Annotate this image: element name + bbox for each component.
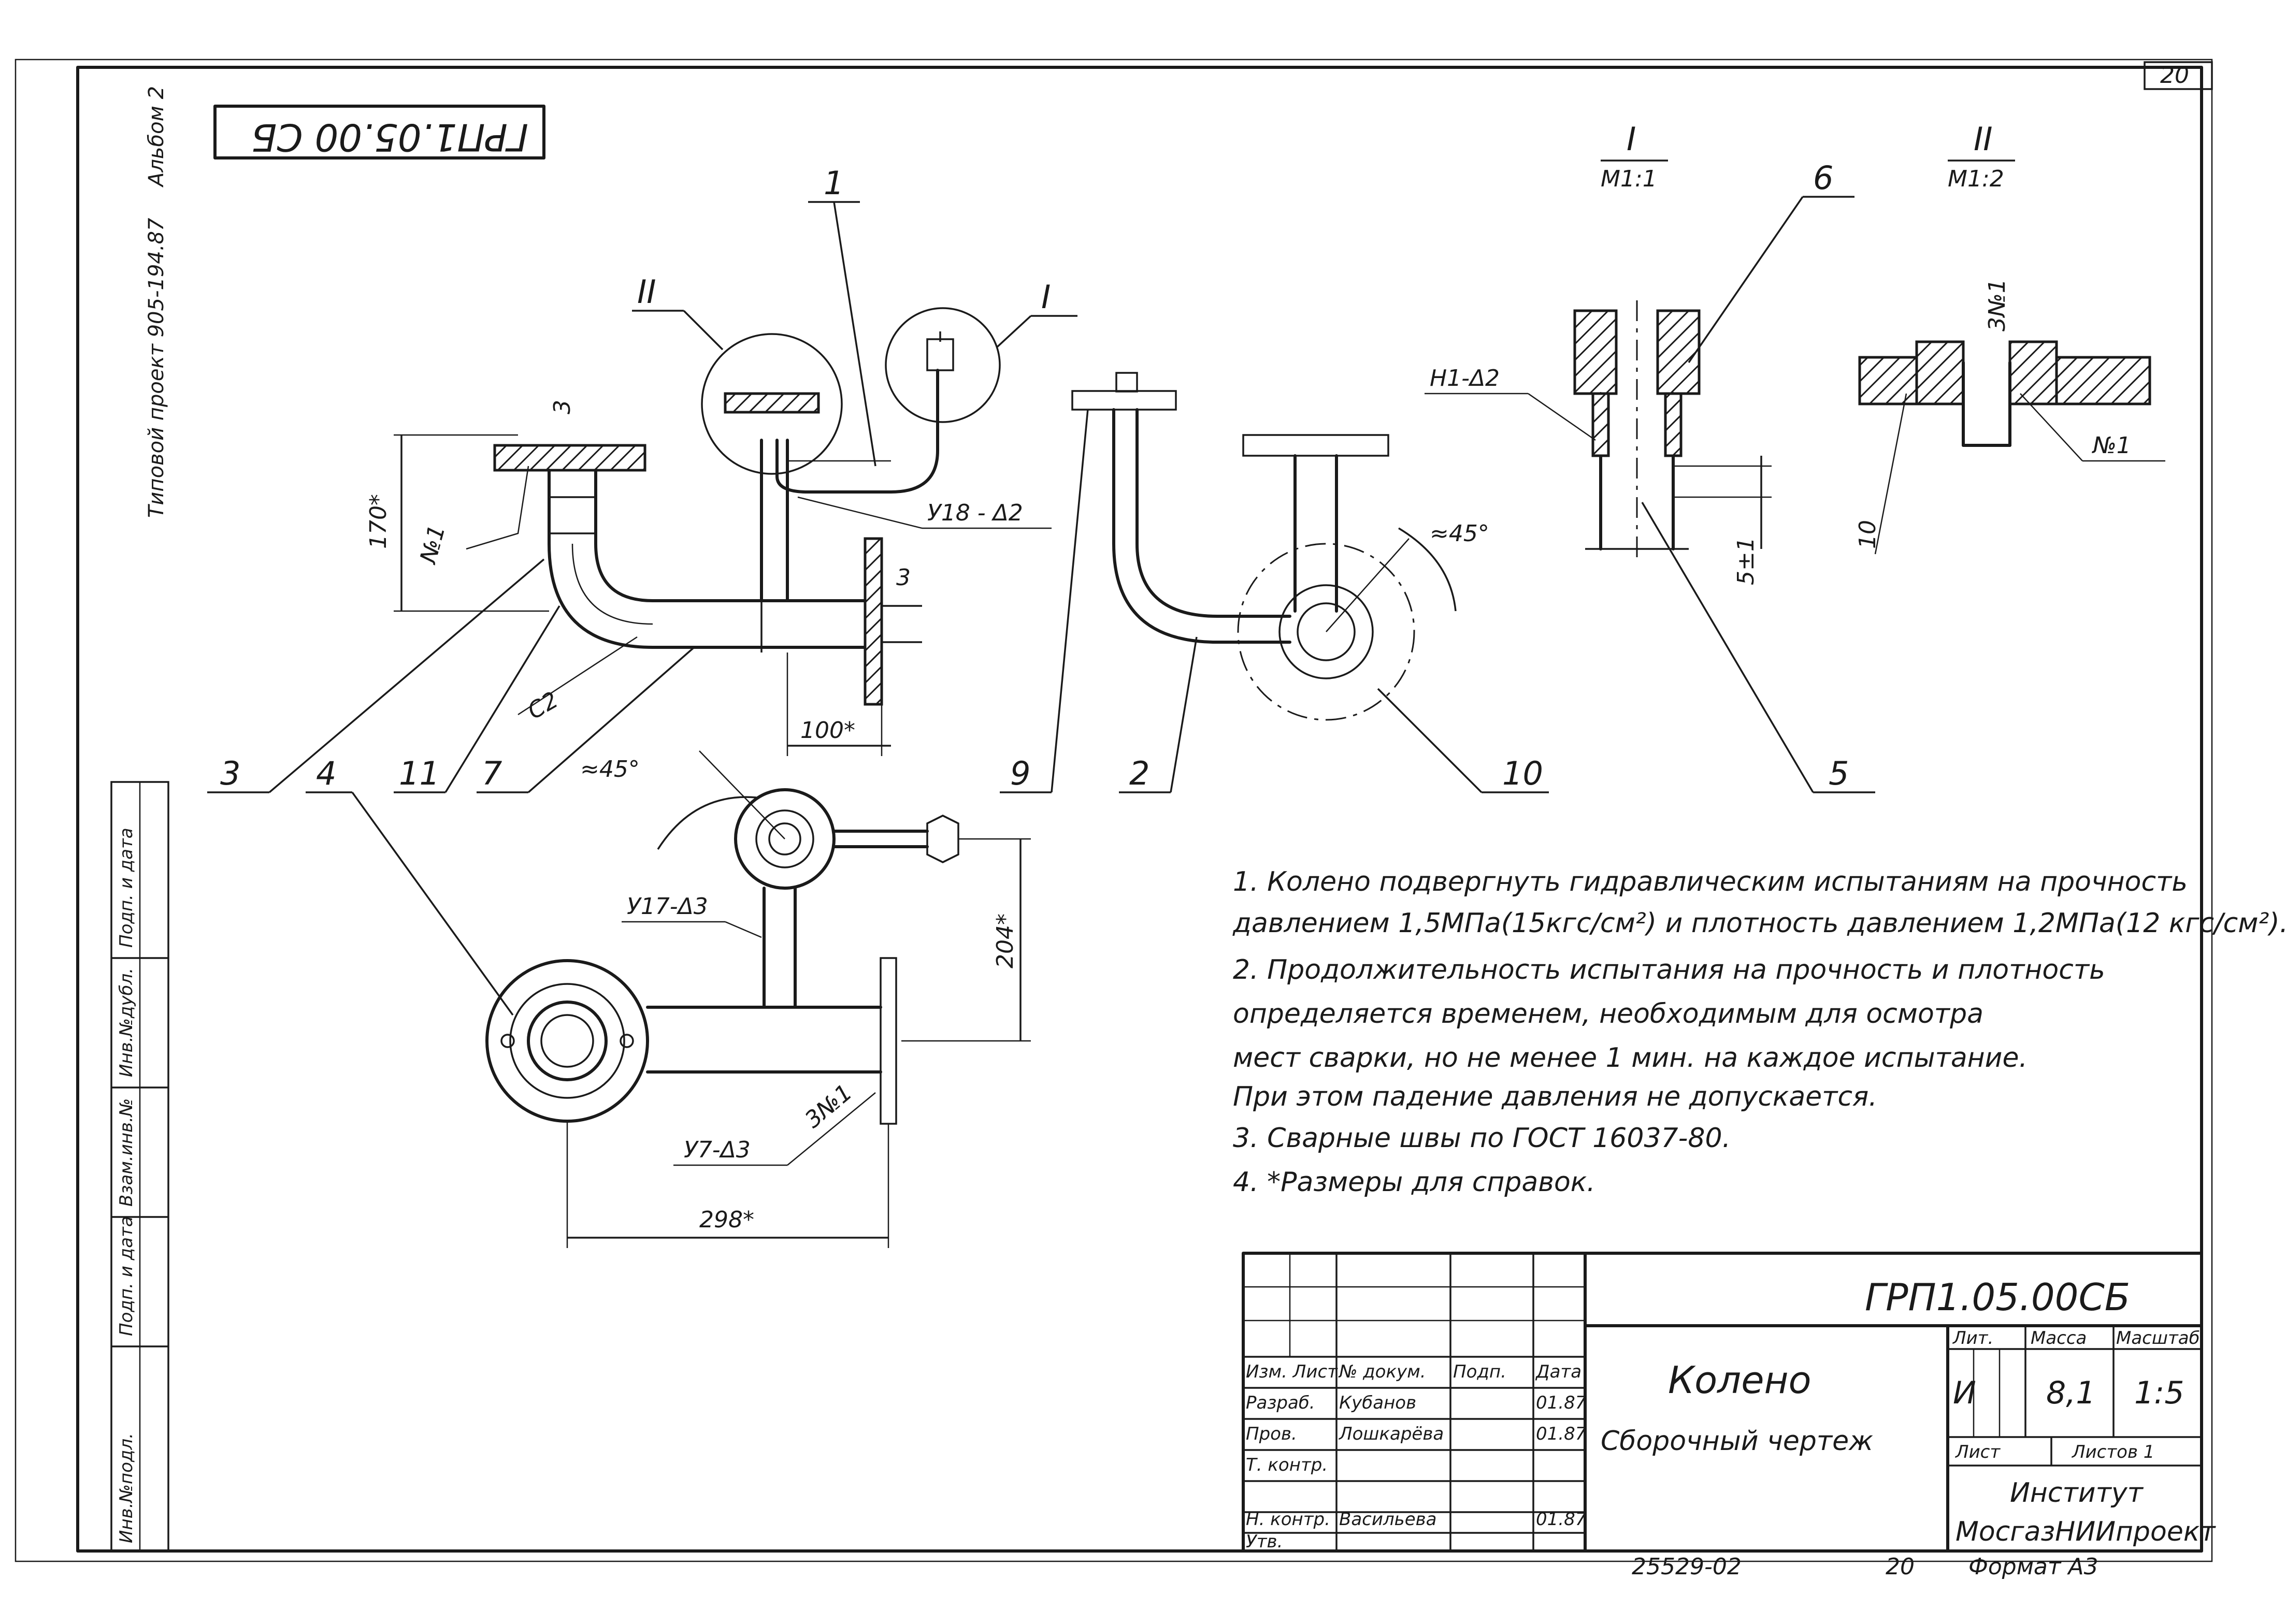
- tb-row-2-role: Пров.: [1246, 1424, 1297, 1444]
- callout-2: 2: [1129, 755, 1149, 792]
- callout-1: 1: [824, 164, 844, 202]
- callout-6: 6: [1813, 159, 1833, 197]
- strip-label-inv-podl: Инв.№подл.: [116, 1433, 137, 1543]
- tb-row-5-name: Васильева: [1339, 1509, 1437, 1530]
- weld-sn1-left: 10: [1854, 520, 1881, 549]
- tb-row-6-role: Утв.: [1246, 1531, 1283, 1552]
- left-strip: Инв.№подл. Подп. и дата Взам.инв.№ Инв.№…: [110, 781, 169, 1552]
- footer: 25529-02 20 Формат А3: [1632, 1554, 2098, 1580]
- weld-n1-right: №1: [2091, 432, 2131, 459]
- angle-45-side: ≈45°: [1430, 520, 1489, 547]
- rotated-project-label: Типовой проект 905-194.87: [145, 218, 168, 518]
- rotated-stamp-code: ГРП1.05.00 СБ: [251, 115, 528, 159]
- strip-label-vzam-inv: Взам.инв.№: [116, 1098, 137, 1207]
- tb-row-1-date: 01.87: [1536, 1393, 1587, 1413]
- sheet-number: 20: [2160, 62, 2189, 89]
- weld-n1-left: №1: [415, 522, 451, 567]
- tb-col-lit: Лит.: [1952, 1328, 1993, 1349]
- tb-row-5-date: 01.87: [1536, 1509, 1587, 1530]
- dim-204: 204*: [992, 914, 1018, 968]
- dim-298: 298*: [699, 1207, 754, 1233]
- note-line-3: 2. Продолжительность испытания на прочно…: [1233, 954, 2105, 985]
- strip-label-podp-data-1: Подп. и дата: [116, 1216, 137, 1336]
- tb-scale-value: 1:5: [2134, 1375, 2184, 1411]
- footer-format: Формат А3: [1968, 1554, 2098, 1580]
- section-I-roman: I: [1627, 120, 1636, 158]
- tb-doc-type: Сборочный чертеж: [1601, 1426, 1873, 1457]
- callout-10: 10: [1502, 755, 1543, 792]
- tb-row-0-sign: Подп.: [1453, 1361, 1506, 1382]
- tb-col-scale: Масштаб: [2116, 1328, 2200, 1349]
- footer-sheet: 20: [1886, 1554, 1915, 1580]
- tb-row-0-role: Изм. Лист: [1246, 1361, 1338, 1382]
- note-line-6: При этом падение давления не допускается…: [1233, 1081, 1877, 1112]
- weld-mark-top: 3: [549, 400, 576, 414]
- tb-row-1-role: Разраб.: [1246, 1393, 1315, 1413]
- section-I: I М1:1 5±1 Н1-Δ2 6 5: [1425, 120, 1875, 793]
- technical-notes: 1. Колено подвергнуть гидравлическим исп…: [1232, 866, 2286, 1198]
- tb-org-line-2: МосгазНИИпроект: [1956, 1516, 2216, 1547]
- weld-u7: У7-Δ3: [684, 1137, 751, 1163]
- tb-mass-value: 8,1: [2046, 1375, 2095, 1411]
- weld-mark-right: 3: [896, 564, 911, 591]
- callout-circle-I: I: [1041, 278, 1051, 316]
- note-line-8: 4. *Размеры для справок.: [1233, 1167, 1595, 1198]
- note-line-4: определяется временем, необходимым для о…: [1233, 998, 1983, 1030]
- footer-archive: 25529-02: [1632, 1554, 1742, 1580]
- callout-9: 9: [1010, 755, 1030, 792]
- rotated-stamp: ГРП1.05.00 СБ Типовой проект 905-194.87 …: [145, 86, 545, 518]
- strip-label-podp-data-2: Подп. и дата: [116, 828, 137, 948]
- callout-circle-II: II: [637, 273, 656, 311]
- section-II: II М1:2 3№1 №1 10: [1854, 120, 2165, 555]
- dim-100: 100*: [800, 717, 855, 744]
- weld-c2: С2: [523, 687, 563, 725]
- weld-u18: У18 - Δ2: [927, 500, 1023, 526]
- sheet-frame: 20: [15, 59, 2213, 1562]
- tb-col-mass: Масса: [2031, 1328, 2087, 1349]
- weld-sn1-plan: 3№1: [800, 1079, 857, 1133]
- callout-4: 4: [316, 755, 336, 792]
- tb-row-1-name: Кубанов: [1339, 1393, 1416, 1413]
- section-II-scale: М1:2: [1948, 166, 2004, 192]
- note-line-7: 3. Сварные швы по ГОСТ 16037-80.: [1233, 1123, 1731, 1154]
- note-line-5: мест сварки, но не менее 1 мин. на каждо…: [1233, 1042, 2028, 1074]
- tb-row-3-role: Т. контр.: [1246, 1455, 1328, 1475]
- tb-lit-value: И: [1953, 1375, 1976, 1411]
- weld-h1: Н1-Δ2: [1430, 365, 1500, 392]
- note-line-2: давлением 1,5МПа(15кгс/см²) и плотность …: [1232, 908, 2286, 939]
- note-line-1: 1. Колено подвергнуть гидравлическим исп…: [1233, 866, 2188, 897]
- strip-label-inv-dubl: Инв.№дубл.: [116, 968, 137, 1077]
- weld-sn1-top: 3№1: [1984, 279, 2010, 331]
- tb-sheets-label: Листов 1: [2071, 1442, 2154, 1462]
- tb-org-line-1: Институт: [2010, 1477, 2144, 1509]
- tb-row-0-date: Дата: [1535, 1361, 1581, 1382]
- tb-row-0-name: № докум.: [1338, 1361, 1426, 1382]
- callout-7: 7: [482, 755, 502, 792]
- weld-u17: У17-Δ3: [627, 893, 708, 920]
- dim-5: 5±1: [1733, 537, 1759, 585]
- view-branch-pipe: II I 1 У18 - Δ2: [632, 164, 1077, 529]
- tb-row-5-role: Н. контр.: [1246, 1509, 1330, 1530]
- view-side-elbow: ≈45° 9 2 10: [1000, 372, 1549, 793]
- tb-sheet-label: Лист: [1954, 1442, 2001, 1462]
- callout-5: 5: [1829, 755, 1849, 792]
- tb-row-2-name: Лошкарёва: [1338, 1424, 1444, 1444]
- title-block: Изм. Лист № докум. Подп. Дата Разраб. Ку…: [1242, 1252, 2216, 1553]
- angle-45-plan: ≈45°: [580, 756, 640, 782]
- section-II-roman: II: [1974, 120, 1993, 158]
- tb-code: ГРП1.05.00СБ: [1865, 1275, 2130, 1319]
- rotated-album-label: Альбом 2: [145, 86, 168, 188]
- callout-3: 3: [220, 755, 240, 792]
- tb-row-2-date: 01.87: [1536, 1424, 1587, 1444]
- view-front-elbow: 170* 100* №1 3 3 С2: [365, 400, 922, 756]
- section-I-scale: М1:1: [1601, 166, 1657, 192]
- leaders-left: 3 4 11 7: [207, 558, 695, 1016]
- tb-name: Колено: [1668, 1358, 1811, 1402]
- callout-11: 11: [399, 755, 440, 792]
- dim-170: 170*: [365, 494, 392, 549]
- view-plan: ≈45° 204* 298* У17-Δ3 У7-Δ3 3№1: [485, 750, 1031, 1248]
